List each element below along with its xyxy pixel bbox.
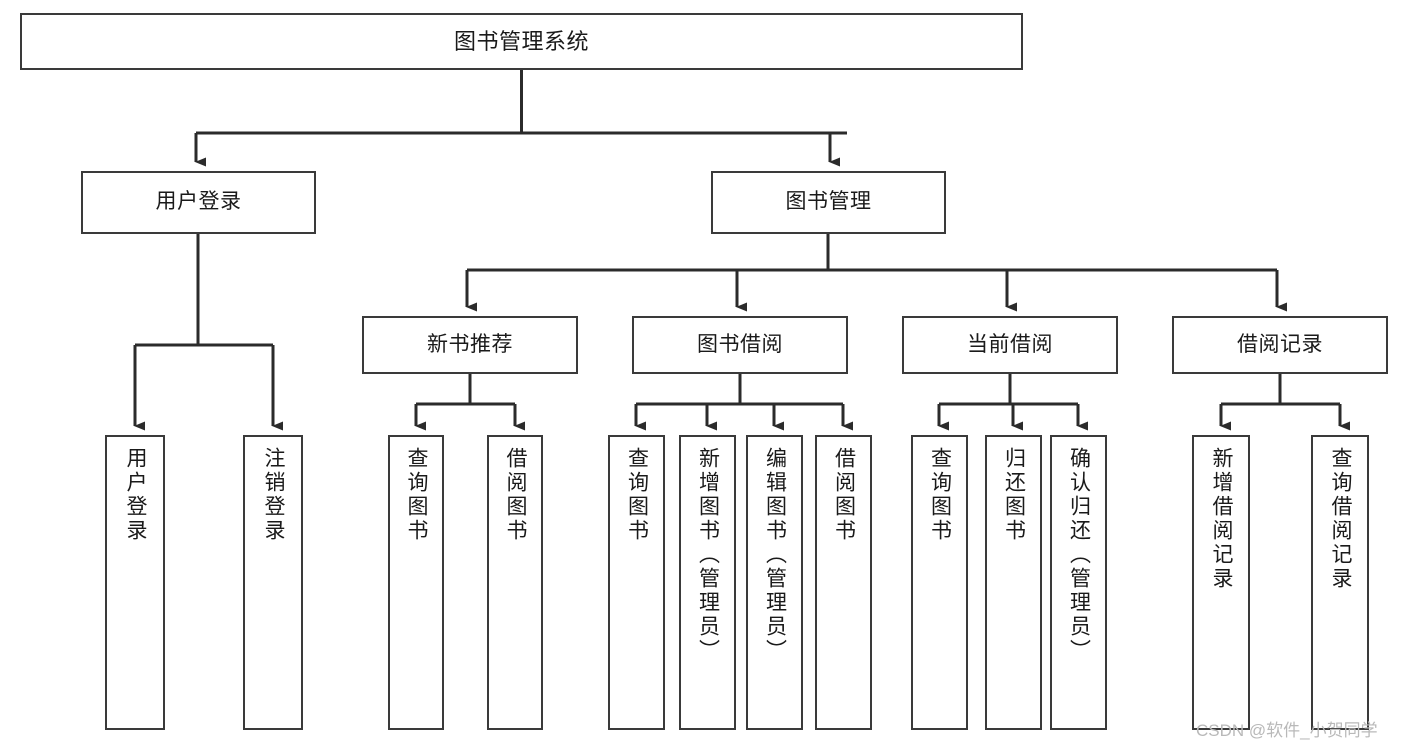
node-new-book-recommend[interactable]: 新书推荐: [362, 316, 578, 374]
node-label: 查询借阅记录: [1329, 447, 1353, 591]
leaf-query-book-current[interactable]: 查询图书: [911, 435, 968, 730]
node-label: 借阅记录: [1237, 332, 1323, 356]
node-label: 确认归还（管理员）: [1067, 447, 1091, 663]
csdn-watermark: CSDN @软件_小贺同学: [1196, 721, 1378, 740]
leaf-return-book[interactable]: 归还图书: [985, 435, 1042, 730]
node-label: 查询图书: [625, 447, 649, 543]
leaf-user-login[interactable]: 用户登录: [105, 435, 165, 730]
node-borrow-record[interactable]: 借阅记录: [1172, 316, 1388, 374]
node-label: 新增图书（管理员）: [696, 447, 720, 663]
node-root-system[interactable]: 图书管理系统: [20, 13, 1023, 70]
node-label: 查询图书: [928, 447, 952, 543]
leaf-confirm-return-admin[interactable]: 确认归还（管理员）: [1050, 435, 1107, 730]
node-label: 查询图书: [405, 447, 429, 543]
node-label: 注销登录: [262, 447, 286, 543]
leaf-query-borrow-record[interactable]: 查询借阅记录: [1311, 435, 1369, 730]
node-label: 借阅图书: [832, 447, 856, 543]
node-label: 归还图书: [1002, 447, 1026, 543]
node-label: 图书管理系统: [453, 28, 589, 54]
node-label: 新增借阅记录: [1210, 447, 1234, 591]
node-label: 新书推荐: [427, 332, 513, 356]
leaf-add-book-admin[interactable]: 新增图书（管理员）: [679, 435, 736, 730]
node-user-login[interactable]: 用户登录: [81, 171, 316, 234]
node-label: 图书管理: [785, 190, 872, 214]
node-label: 借阅图书: [504, 447, 528, 543]
node-book-management[interactable]: 图书管理: [711, 171, 946, 234]
node-label: 图书借阅: [697, 332, 783, 356]
leaf-borrow-book-newbook[interactable]: 借阅图书: [487, 435, 543, 730]
node-current-borrow[interactable]: 当前借阅: [902, 316, 1118, 374]
leaf-logout[interactable]: 注销登录: [243, 435, 303, 730]
leaf-add-borrow-record[interactable]: 新增借阅记录: [1192, 435, 1250, 730]
leaf-query-book-borrow[interactable]: 查询图书: [608, 435, 665, 730]
node-label: 编辑图书（管理员）: [763, 447, 787, 663]
node-book-borrow[interactable]: 图书借阅: [632, 316, 848, 374]
leaf-borrow-book[interactable]: 借阅图书: [815, 435, 872, 730]
leaf-edit-book-admin[interactable]: 编辑图书（管理员）: [746, 435, 803, 730]
node-label: 当前借阅: [967, 332, 1053, 356]
node-label: 用户登录: [124, 447, 148, 543]
node-label: 用户登录: [155, 190, 242, 214]
leaf-query-book-newbook[interactable]: 查询图书: [388, 435, 444, 730]
